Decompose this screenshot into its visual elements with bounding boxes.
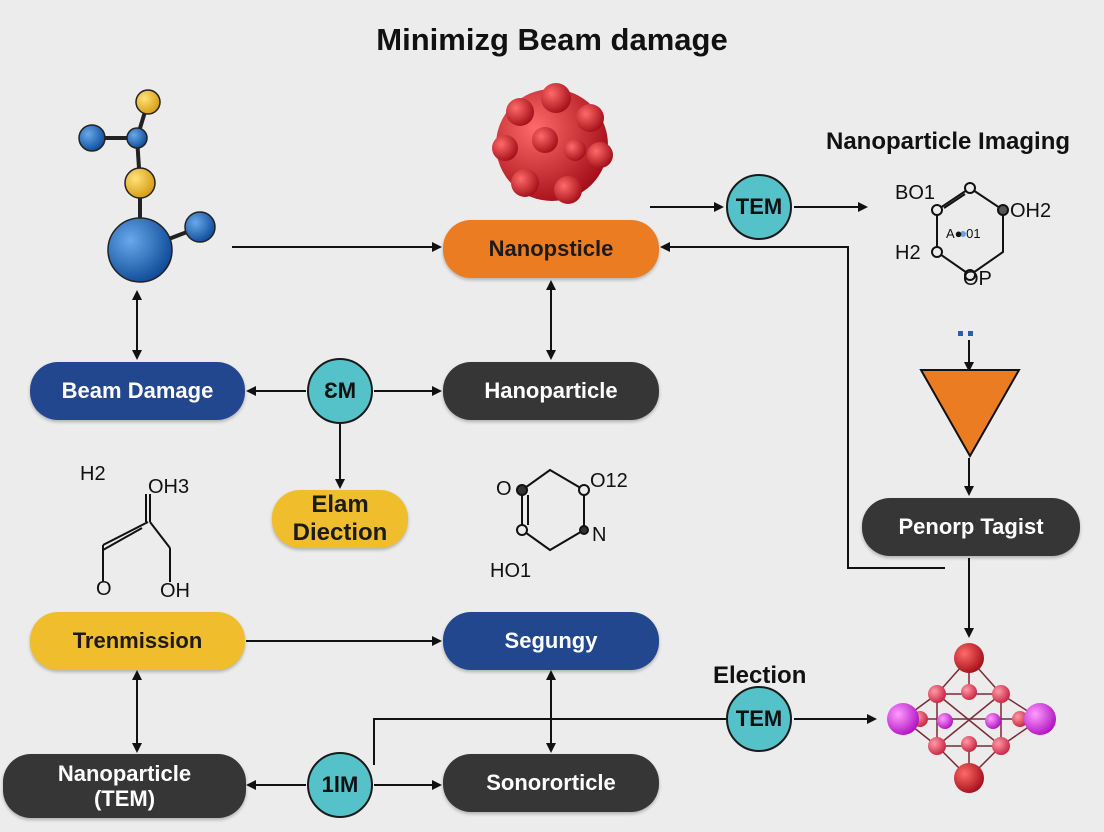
dash-marks	[958, 331, 973, 336]
node-penorp-tagist[interactable]: Penorp Tagist	[862, 498, 1080, 556]
chem-mid-o12: O12	[590, 470, 628, 492]
chem-left-oh3: OH3	[148, 476, 190, 498]
chem-left-oh: OH	[160, 580, 190, 602]
diagram-title: Minimizg Beam damage	[376, 22, 728, 57]
chem-mid-n: N	[592, 524, 607, 546]
ball-stick-molecule-icon	[78, 89, 216, 283]
chem-right-oh2: OH2	[1010, 200, 1052, 222]
em-circle-middle[interactable]: ƐM	[307, 358, 373, 424]
chem-right-op: OP	[963, 268, 992, 290]
node-segungy[interactable]: Segungy	[443, 612, 659, 670]
arrow-feedback-to-nanopsticle	[660, 242, 945, 569]
right-chemical-structure-icon	[931, 182, 1009, 281]
election-label: Election	[713, 662, 807, 689]
middle-chemical-structure-icon	[516, 468, 590, 552]
red-nanoparticle-icon	[492, 83, 613, 204]
node-hanoparticle[interactable]: Hanoparticle	[443, 362, 659, 420]
line-im-to-tem-bottom	[373, 718, 726, 765]
chem-right-h2: H2	[895, 242, 921, 264]
node-sonororticle[interactable]: Sonororticle	[443, 754, 659, 812]
node-elam-diection[interactable]: Elam Diection	[272, 490, 408, 548]
im-circle-bottom[interactable]: 1lM	[307, 752, 373, 818]
chem-left-o: O	[96, 578, 112, 600]
node-nanoparticle-tem[interactable]: Nanoparticle (TEM)	[3, 754, 246, 818]
chem-mid-o: O	[496, 478, 512, 500]
tem-circle-top[interactable]: TEM	[726, 174, 792, 240]
node-nanopsticle[interactable]: Nanopsticle	[443, 220, 659, 278]
chem-right-bo1: BO1	[895, 182, 936, 204]
node-beam-damage[interactable]: Beam Damage	[30, 362, 245, 420]
node-trenmission[interactable]: Trenmission	[30, 612, 245, 670]
orange-funnel-icon	[919, 369, 1021, 459]
nanoparticle-imaging-label: Nanoparticle Imaging	[826, 128, 1071, 155]
chem-mid-ho1: HO1	[490, 560, 532, 582]
atom-cluster-icon	[887, 643, 1056, 793]
tem-circle-bottom[interactable]: TEM	[726, 686, 792, 752]
left-chemical-structure-icon	[102, 494, 171, 582]
chem-left-h2: H2	[80, 463, 106, 485]
connectors	[132, 202, 974, 790]
chem-right-center: A● 01	[946, 226, 981, 241]
